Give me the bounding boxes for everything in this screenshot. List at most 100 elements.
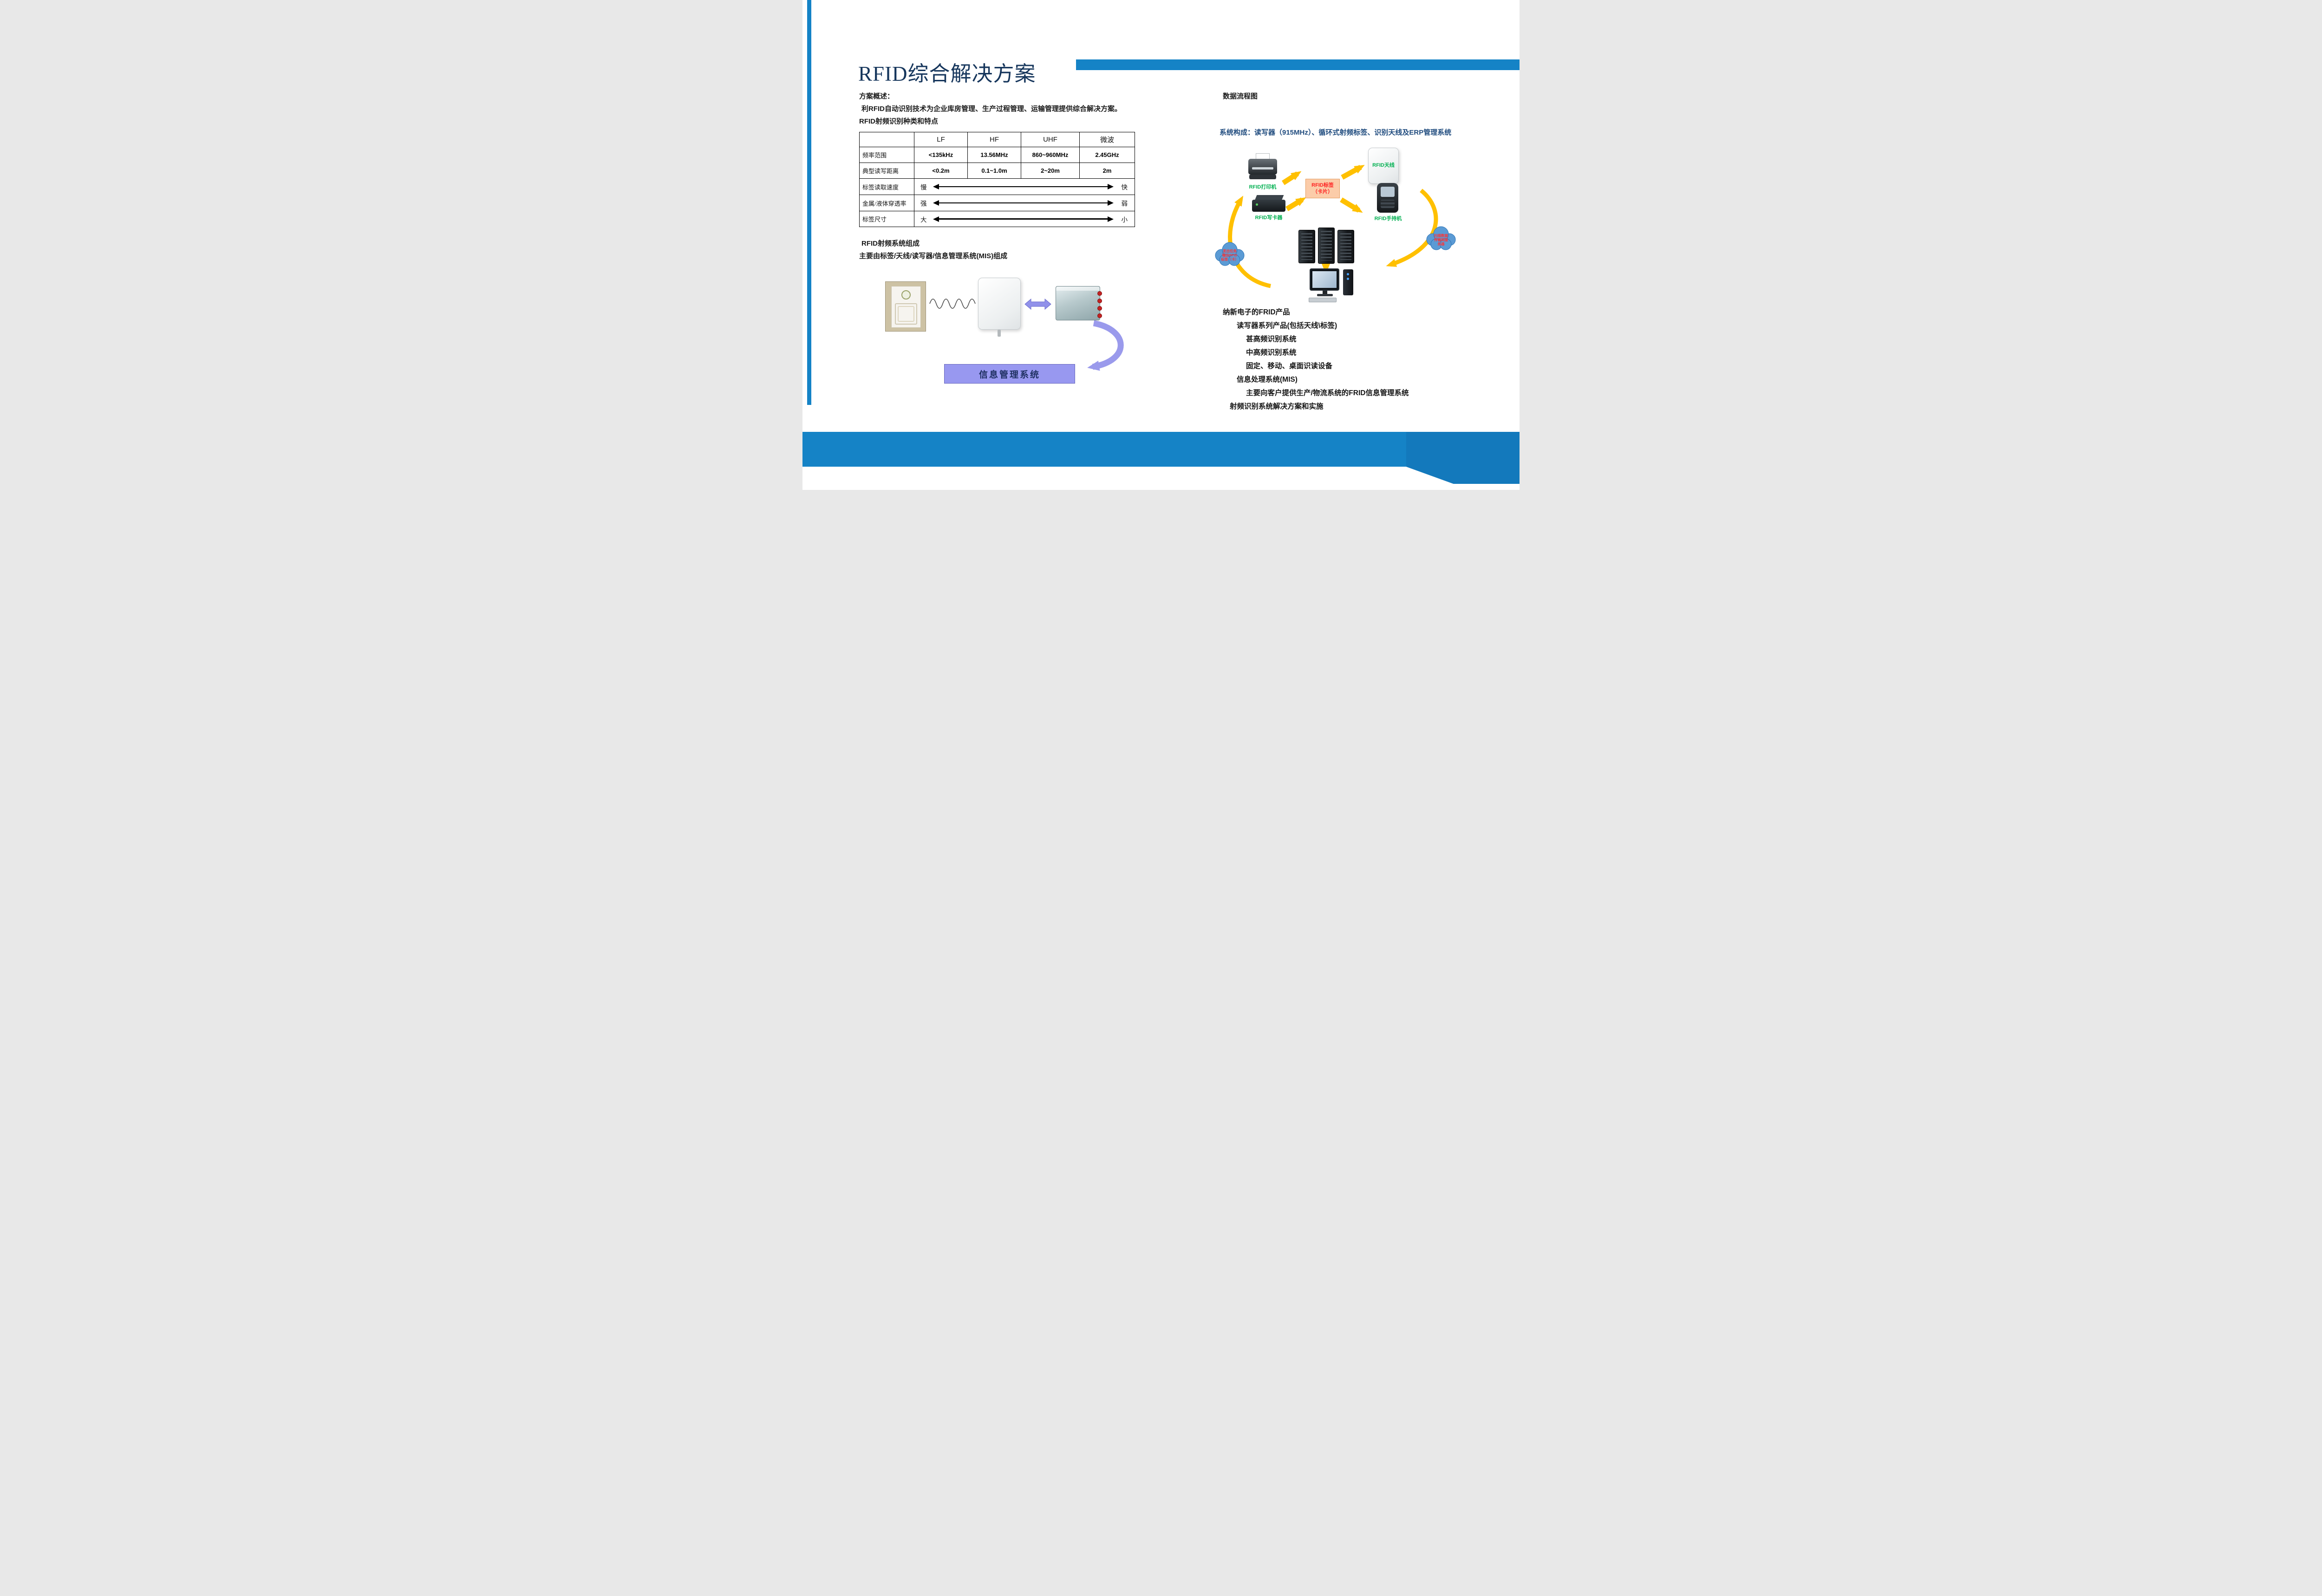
table-row-distance: 典型读写距离 <0.2m 0.1~1.0m 2~20m 2m [859, 163, 1135, 179]
scale-left-label: 强 [920, 200, 927, 207]
table-row-frequency: 频率范围 <135kHz 13.56MHz 860~960MHz 2.45GHz [859, 147, 1135, 163]
col-header-uhf: UHF [1021, 132, 1080, 147]
arrow-tag-to-handheld [1340, 197, 1363, 213]
flow-heading: 数据流程图 [1223, 92, 1258, 100]
writer-led [1256, 203, 1258, 206]
list-item: 中高频识别系统 [1246, 349, 1297, 357]
reader-top-strip [1056, 287, 1100, 291]
col-header-microwave: 微波 [1079, 132, 1135, 147]
row-label: 频率范围 [859, 147, 914, 163]
freq-hf: 13.56MHz [967, 147, 1021, 163]
rfid-tag-photo [885, 281, 926, 332]
row-label: 标签读取速度 [859, 178, 914, 195]
penetration-scale-cell: 强 弱 [914, 195, 1135, 211]
system-heading: RFID射频系统组成 [861, 240, 920, 248]
arrow-printer-to-tag [1282, 171, 1302, 185]
list-item: 主要向客户提供生产/物流系统的FRID信息管理系统 [1246, 389, 1409, 397]
list-item: 射频识别系统解决方案和实施 [1230, 403, 1324, 410]
overview-body: 利RFID自动识别技术为企业库房管理、生产过程管理、运输管理提供综合解决方案。 [861, 105, 1122, 113]
speed-scale: 慢 快 [915, 179, 1135, 195]
tag-logo-icon [901, 290, 911, 300]
freq-lf: <135kHz [914, 147, 968, 163]
server-rack [1298, 228, 1355, 265]
cloud-left-line-3: 标签（卡） [1220, 257, 1239, 261]
freq-uhf: 860~960MHz [1021, 147, 1080, 163]
monitor-base [1317, 294, 1333, 296]
col-header-lf: LF [914, 132, 968, 147]
server-tower [1337, 230, 1354, 263]
row-label: 金属/液体穿透率 [859, 195, 914, 211]
dist-uhf: 2~20m [1021, 163, 1080, 179]
table-row-tag-size: 标签尺寸 大 小 [859, 211, 1135, 227]
server-vents [1340, 233, 1351, 260]
server-vents [1301, 233, 1312, 260]
rfid-writer-device [1252, 195, 1285, 213]
col-header-hf: HF [967, 132, 1021, 147]
rfid-spec-table: LF HF UHF 微波 频率范围 <135kHz 13.56MHz 860~9… [859, 132, 1135, 227]
cloud-right: 扫描数据 传输到服 务器 [1426, 226, 1456, 250]
tag-coil-inner-icon [898, 306, 914, 322]
tag-box-line-2: （卡片） [1312, 189, 1333, 195]
printer-slot [1252, 167, 1273, 169]
list-item: 甚高频识别系统 [1246, 335, 1297, 343]
arrow-tag-to-antenna [1341, 165, 1365, 180]
pc-tower [1343, 269, 1353, 295]
printer-base [1249, 175, 1276, 179]
rfid-handheld-device [1377, 183, 1398, 213]
scale-right-label: 弱 [1121, 200, 1128, 207]
rfid-printer-device [1248, 153, 1277, 180]
cloud-left-line-2: 输出RFID [1222, 253, 1238, 257]
writer-label: RFID写卡器 [1255, 215, 1283, 221]
flow-arrows-layer: 发出任务 输出RFID 标签（卡） 扫描数据 传输到服 务器 [1215, 165, 1456, 288]
arrow-writer-to-tag [1285, 197, 1306, 211]
server-vents [1321, 231, 1332, 261]
server-tower [1318, 228, 1335, 264]
size-scale-cell: 大 小 [914, 211, 1135, 227]
scale-right-label: 快 [1121, 184, 1128, 191]
table-row-penetration: 金属/液体穿透率 强 弱 [859, 195, 1135, 211]
slide: RFID综合解决方案 方案概述： 利RFID自动识别技术为企业库房管理、生产过程… [802, 0, 1520, 490]
antenna-port-icon [1097, 291, 1102, 296]
cloud-right-line-3: 务器 [1438, 241, 1445, 246]
rfid-tag-card [891, 286, 921, 328]
rfid-antenna-panel: RFID天线 [1368, 148, 1399, 184]
list-item: 读写器系列产品(包括天线\标签) [1237, 322, 1337, 330]
cloud-left-line-1: 发出任务 [1222, 248, 1237, 253]
table-row-read-speed: 标签读取速度 慢 快 [859, 178, 1135, 195]
penetration-scale: 强 弱 [915, 195, 1135, 211]
page-title: RFID综合解决方案 [858, 62, 1036, 85]
radio-wave-icon [929, 299, 976, 309]
dist-hf: 0.1~1.0m [967, 163, 1021, 179]
table-header-row: LF HF UHF 微波 [859, 132, 1135, 147]
pc-led [1347, 273, 1349, 275]
dist-lf: <0.2m [914, 163, 968, 179]
cloud-right-line-2: 传输到服 [1434, 237, 1448, 242]
mis-box: 信息管理系统 [944, 364, 1075, 384]
left-accent-bar [807, 0, 811, 405]
printer-body [1248, 159, 1277, 175]
cloud-right-line-1: 扫描数据 [1434, 233, 1448, 238]
writer-body [1252, 200, 1285, 212]
dist-microwave: 2m [1079, 163, 1135, 179]
system-body: 主要由标签/天线/读写器/信息管理系统(MIS)组成 [859, 252, 1008, 260]
bottom-accent-band [802, 432, 1520, 484]
double-arrow-icon [936, 186, 1110, 188]
antenna-port-icon [1097, 313, 1102, 318]
desktop-monitor [1310, 268, 1339, 291]
table-heading: RFID射频识别种类和特点 [859, 117, 938, 125]
monitor-stand [1323, 291, 1327, 294]
curved-arrow-to-mis [1087, 320, 1124, 371]
tag-coil-icon [895, 303, 917, 325]
antenna-panel [978, 278, 1021, 330]
tag-box-line-1: RFID标签 [1311, 182, 1334, 188]
row-label: 标签尺寸 [859, 211, 914, 227]
product-list: 纳新电子的FRID产品 读写器系列产品(包括天线\标签) 甚高频识别系统 中高频… [1223, 306, 1483, 414]
handheld-keypad [1381, 200, 1395, 208]
server-tower [1298, 230, 1315, 263]
table-corner-cell [859, 132, 914, 147]
scale-left-label: 大 [920, 216, 927, 223]
arrow-arc-right [1386, 189, 1438, 267]
keyboard [1309, 298, 1337, 302]
cloud-left: 发出任务 输出RFID 标签（卡） [1215, 242, 1245, 266]
antenna-connector [998, 330, 1001, 337]
